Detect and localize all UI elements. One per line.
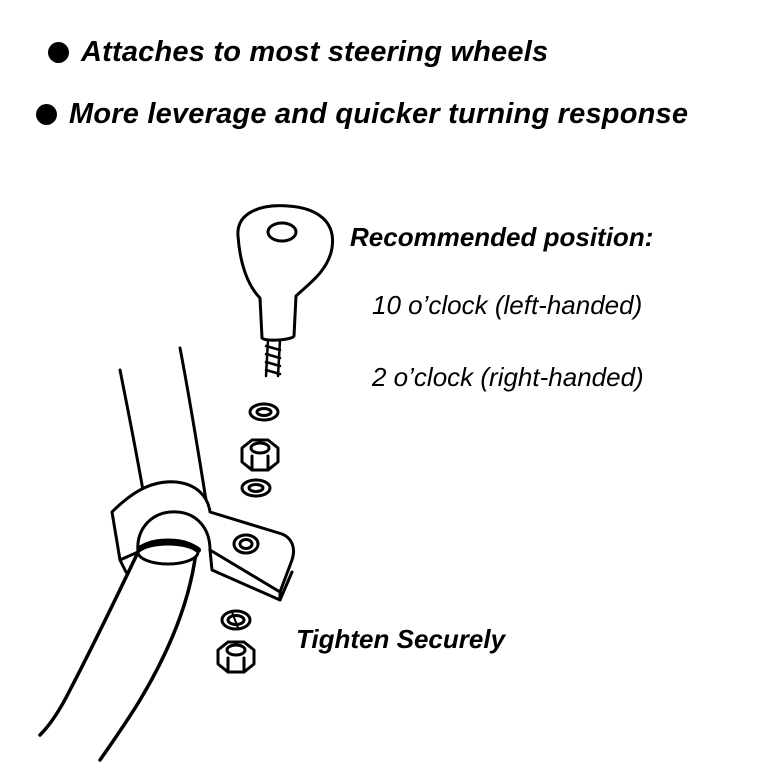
- washer-icon: [248, 402, 280, 422]
- installation-diagram: [38, 204, 335, 762]
- washer-icon: [240, 478, 272, 498]
- feature-item-attaches: Attaches to most steering wheels: [48, 36, 548, 69]
- threaded-stud-icon: [264, 338, 282, 378]
- steering-wheel-rim-icon: [38, 346, 208, 762]
- position-left-handed: 10 o’clock (left-handed): [372, 290, 643, 320]
- bullet-icon: [48, 42, 69, 63]
- clamp-bracket-icon: [110, 480, 296, 602]
- hex-nut-icon: [216, 640, 256, 674]
- hex-nut-icon: [240, 438, 280, 472]
- tighten-securely-caption: Tighten Securely: [296, 624, 506, 654]
- spinner-knob-icon: [236, 204, 335, 342]
- feature-item-leverage: More leverage and quicker turning respon…: [36, 98, 688, 131]
- bullet-icon: [36, 104, 57, 125]
- feature-text: More leverage and quicker turning respon…: [69, 98, 689, 130]
- lock-washer-icon: [220, 609, 252, 631]
- recommended-position-title: Recommended position:: [350, 222, 654, 252]
- position-right-handed: 2 o’clock (right-handed): [372, 362, 644, 392]
- feature-text: Attaches to most steering wheels: [81, 36, 549, 68]
- feature-list: Attaches to most steering wheels More le…: [0, 0, 768, 160]
